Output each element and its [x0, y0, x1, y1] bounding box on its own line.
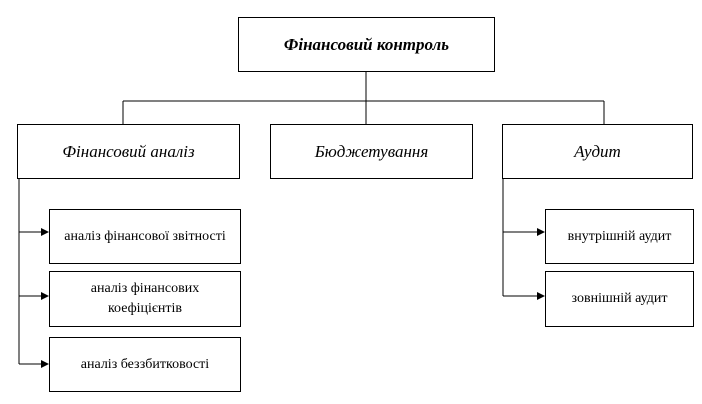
analysis-item-label: аналіз фінансових коефіцієнтів [90, 281, 200, 316]
category-label: Фінансовий аналіз [62, 141, 195, 161]
root-node-label: Фінансовий контроль [283, 34, 450, 54]
analysis-item-label: аналіз беззбитковості [80, 356, 210, 372]
category-node-audit: Аудит [502, 124, 693, 179]
analysis-item-node: аналіз фінансових коефіцієнтів [49, 271, 241, 327]
audit-item-label: внутрішній аудит [567, 228, 672, 244]
category-node-analysis: Фінансовий аналіз [17, 124, 240, 179]
audit-item-node: внутрішній аудит [545, 209, 694, 264]
category-label: Бюджетування [314, 141, 429, 161]
analysis-item-node: аналіз беззбитковості [49, 337, 241, 392]
analysis-item-node: аналіз фінансової звітності [49, 209, 241, 264]
audit-item-node: зовнішній аудит [545, 271, 694, 327]
analysis-item-label: аналіз фінансової звітності [64, 228, 226, 244]
category-node-budgeting: Бюджетування [270, 124, 473, 179]
root-node: Фінансовий контроль [238, 17, 495, 72]
audit-item-label: зовнішній аудит [571, 291, 668, 306]
category-label: Аудит [574, 141, 621, 161]
